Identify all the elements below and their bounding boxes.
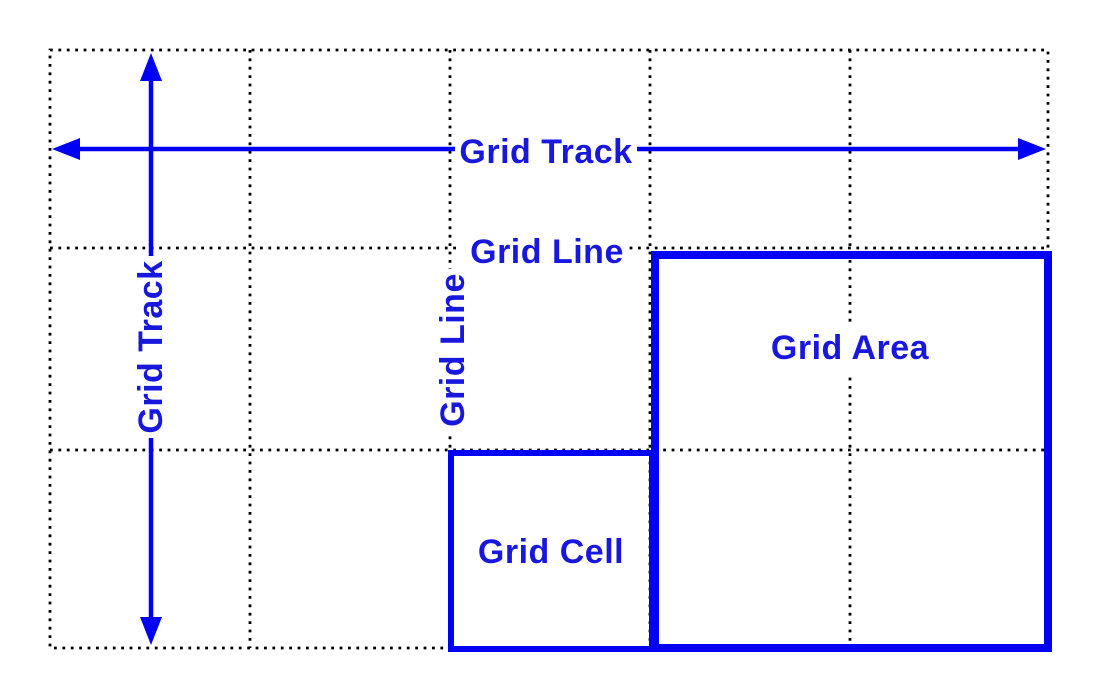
grid-line-label-vertical: Grid Line bbox=[430, 269, 474, 431]
grid-line-label-text: Grid Line bbox=[470, 233, 624, 271]
arrow-bottom-head-icon bbox=[140, 617, 162, 645]
arrow-top-head-icon bbox=[140, 53, 162, 81]
grid-track-label-horizontal: Grid Track bbox=[455, 127, 637, 171]
grid-track-vertical-label-bg bbox=[128, 256, 172, 438]
grid-track-label-bg bbox=[455, 127, 637, 171]
grid-area-box bbox=[651, 251, 1052, 652]
grid-cell-label-text: Grid Cell bbox=[478, 533, 624, 571]
grid-area-label-bg bbox=[770, 324, 930, 374]
grid-line-label-horizontal: Grid Line bbox=[459, 228, 627, 272]
arrow-left-head-icon bbox=[52, 138, 80, 160]
grid-line-vertical-label-text: Grid Line bbox=[434, 273, 472, 427]
grid-line-label-bg bbox=[459, 228, 627, 272]
grid-area-label-text: Grid Area bbox=[771, 329, 930, 367]
grid-line-vertical-label-bg bbox=[430, 269, 474, 431]
arrow-right-head-icon bbox=[1018, 138, 1046, 160]
grid-track-label-text: Grid Track bbox=[459, 133, 632, 171]
grid-area-label: Grid Area bbox=[770, 324, 930, 374]
grid-track-label-vertical: Grid Track bbox=[128, 256, 172, 438]
grid-track-vertical-label-text: Grid Track bbox=[132, 260, 170, 433]
